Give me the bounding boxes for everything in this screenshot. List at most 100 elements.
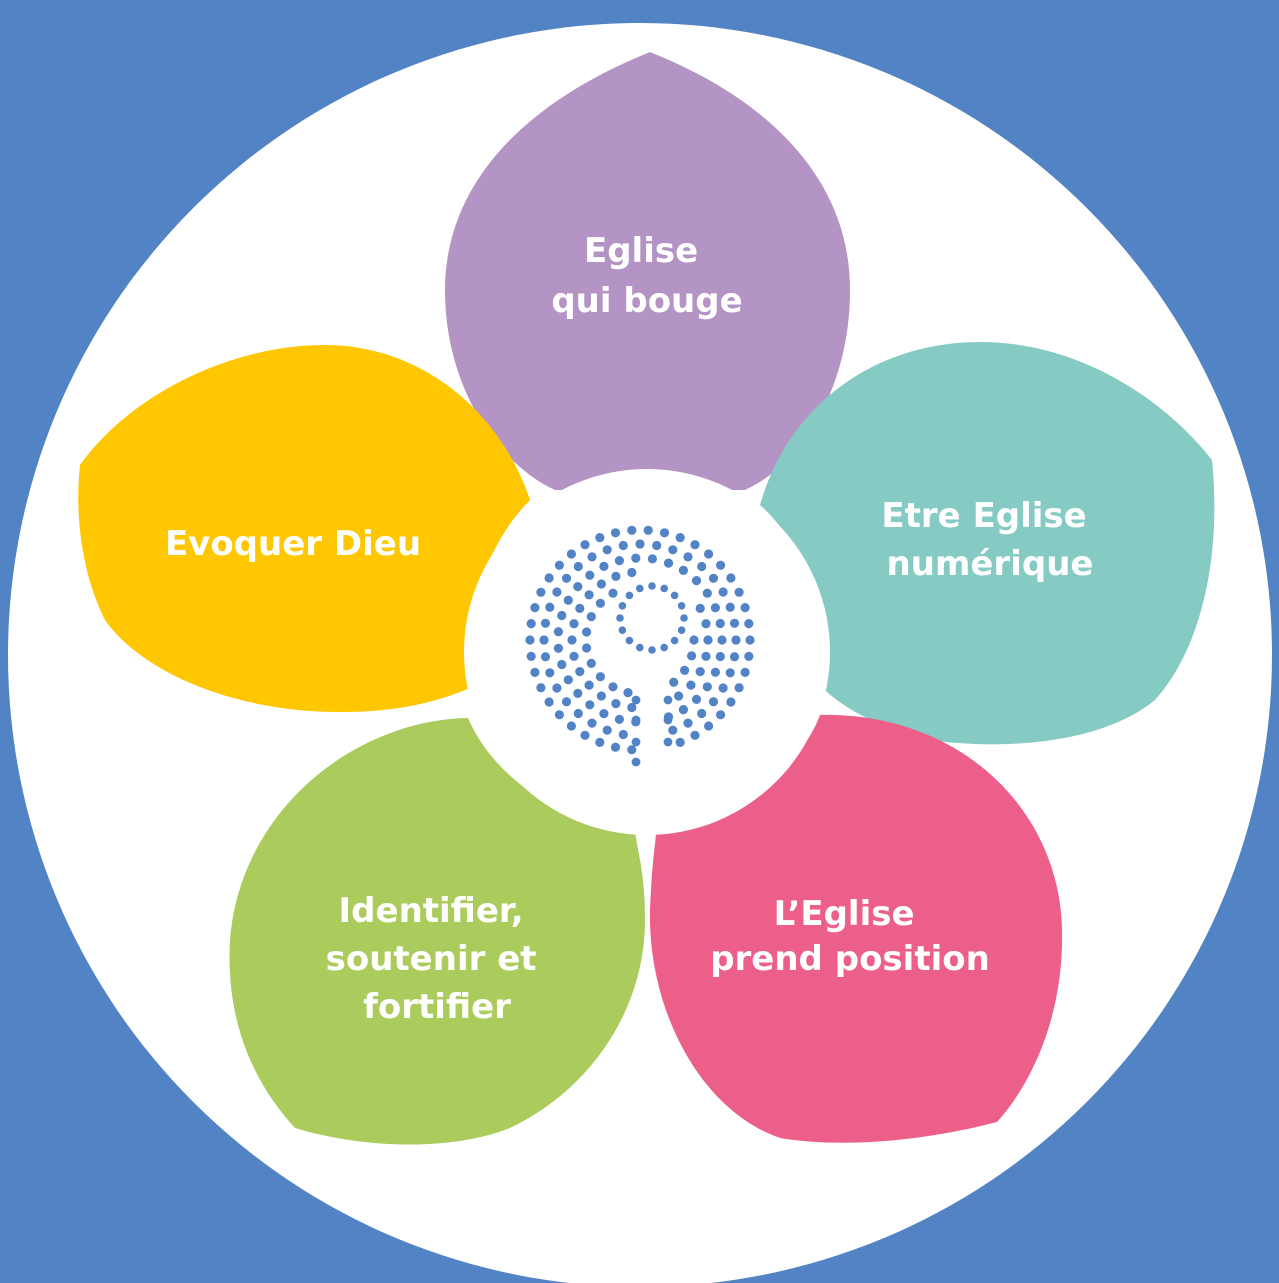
logo-dot [557, 659, 567, 670]
logo-dot [704, 721, 714, 731]
logo-dot [726, 573, 736, 583]
logo-dot [631, 695, 641, 705]
logo-dot [686, 680, 696, 690]
logo-dot [678, 705, 689, 715]
logo-dot [569, 619, 579, 629]
logo-dot [704, 549, 714, 559]
logo-dot [627, 567, 637, 578]
logo-dot [563, 675, 573, 685]
logo-dot [596, 691, 607, 701]
logo-dot [563, 595, 573, 605]
logo-dot [611, 571, 621, 582]
petal-eglise-qui-bouge-line-2: qui bouge [551, 281, 742, 321]
logo-dot [660, 584, 668, 593]
logo-dot [663, 737, 673, 747]
logo-dot [663, 558, 674, 568]
logo-dot [553, 643, 564, 653]
logo-dot [575, 603, 585, 614]
logo-dot [716, 710, 726, 720]
logo-dot [659, 528, 670, 538]
logo-dot [545, 668, 555, 678]
svg-text:Identifier, soutenir et: Identifier, soutenir et fortifier [326, 891, 549, 1027]
logo-dot [595, 533, 605, 543]
logo-dot [553, 627, 564, 637]
logo-dot [631, 553, 641, 563]
petal-identifier-soutenir-fortifier-line-1: Identifier, [339, 891, 524, 931]
logo-dot [587, 552, 597, 562]
dotted-circle-logo-icon [525, 525, 755, 767]
logo-dot [690, 730, 700, 740]
logo-dot [526, 619, 536, 629]
logo-dot [648, 582, 656, 590]
logo-dot [602, 545, 612, 555]
logo-dot [660, 643, 668, 652]
logo-dot [561, 573, 572, 583]
logo-dot [675, 737, 685, 748]
logo-dot [726, 697, 736, 707]
logo-dot [580, 730, 590, 740]
petal-etre-eglise-numerique-line-2: numérique [887, 544, 1094, 584]
petal-eglise-prend-position[interactable]: L’Eglise prend position [649, 714, 1063, 1143]
logo-dot [729, 652, 740, 662]
logo-dot [595, 737, 605, 748]
logo-dot [586, 612, 596, 622]
logo-dot [610, 528, 621, 538]
logo-dot [575, 667, 585, 677]
petal-identifier-soutenir-fortifier-line-3: fortifier [363, 987, 511, 1027]
logo-dot [715, 651, 725, 662]
logo-dot [618, 729, 628, 740]
petal-evoquer-dieu-line-1: Evoquer Dieu [165, 524, 421, 564]
logo-dot [680, 614, 688, 622]
logo-dot [544, 697, 554, 707]
logo-dot [599, 709, 609, 719]
logo-dot [573, 561, 583, 572]
logo-dot [599, 561, 609, 572]
logo-dot [557, 610, 567, 621]
logo-dot [740, 603, 750, 613]
logo-dot [702, 682, 712, 692]
petal-etre-eglise-numerique-line-1: Etre Eglise [881, 496, 1086, 536]
petal-evoquer-dieu-shape [78, 345, 530, 712]
logo-dot [614, 714, 625, 725]
logo-dot [675, 533, 685, 543]
logo-dot [544, 573, 554, 583]
petal-etre-eglise-numerique[interactable]: Etre Eglise numérique [760, 342, 1215, 745]
logo-dot [595, 672, 606, 682]
logo-dot [687, 651, 697, 661]
petal-etre-eglise-numerique-shape [760, 342, 1215, 745]
logo-dot [648, 646, 656, 654]
logo-dot [744, 651, 754, 662]
logo-dot [663, 715, 673, 725]
logo-dot [670, 591, 679, 600]
logo-dot [636, 584, 644, 593]
logo-dot [663, 695, 673, 705]
petal-eglise-qui-bouge[interactable]: Eglise qui bouge [445, 52, 850, 490]
logo-dot [680, 665, 690, 676]
logo-dot [691, 576, 702, 586]
logo-dot [580, 540, 590, 550]
svg-text:Etre Eglise numérique: Etre Eglise numérique [881, 496, 1098, 584]
petal-evoquer-dieu[interactable]: Evoquer Dieu [78, 345, 530, 712]
petal-identifier-soutenir-fortifier[interactable]: Identifier, soutenir et fortifier [229, 718, 645, 1145]
logo-dot [627, 745, 637, 755]
logo-dot [586, 658, 596, 669]
logo-dot [540, 652, 551, 662]
svg-text:L’Eglise prend position: L’Eglise prend position [710, 894, 990, 979]
logo-dot [625, 636, 634, 645]
logo-dot [623, 688, 633, 698]
logo-dot [602, 725, 612, 735]
logo-dot [618, 626, 627, 634]
logo-dot [683, 718, 693, 728]
logo-dot [573, 688, 583, 699]
logo-dot [566, 721, 577, 731]
logo-dot [678, 565, 689, 576]
logo-dot [745, 635, 755, 645]
logo-dot [585, 700, 595, 710]
logo-dot [552, 683, 562, 693]
logo-dot [631, 715, 641, 725]
petal-eglise-qui-bouge-shape [445, 52, 850, 490]
logo-dot [674, 691, 684, 701]
logo-dot [677, 602, 686, 610]
petal-identifier-soutenir-fortifier-shape [229, 718, 645, 1145]
